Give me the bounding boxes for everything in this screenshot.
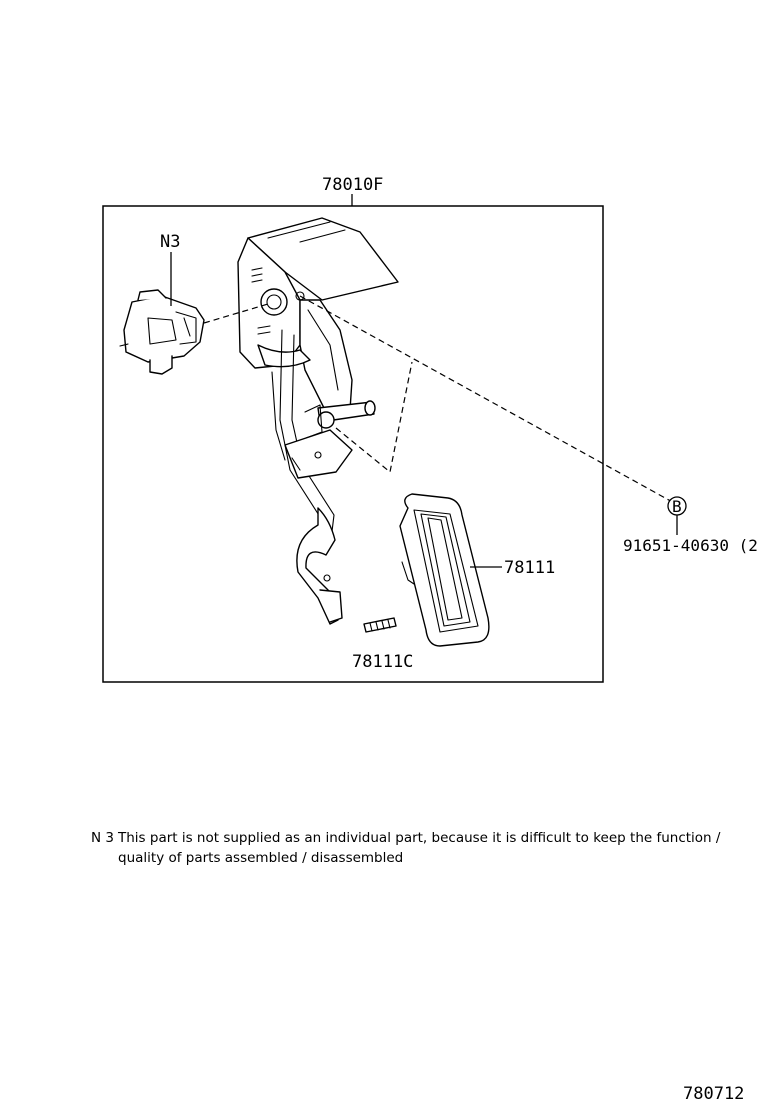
bolt-reference-letter[interactable]: B bbox=[672, 497, 682, 516]
pedal-pad-drawing bbox=[399, 493, 490, 647]
bolt-reference-dash bbox=[299, 295, 677, 505]
sensor-mount-dash bbox=[203, 303, 269, 324]
note-line-1: This part is not supplied as an individu… bbox=[117, 830, 721, 846]
n3-callout[interactable]: N3 bbox=[160, 232, 180, 252]
pad-pin-drawing bbox=[363, 617, 397, 633]
pad-pin-part-number[interactable]: 78111C bbox=[352, 652, 413, 672]
note-marker: N 3 bbox=[91, 830, 114, 846]
pedal-bracket-drawing bbox=[237, 217, 399, 625]
figure-number: 780712 bbox=[683, 1084, 744, 1104]
note-line-2: quality of parts assembled / disassemble… bbox=[118, 850, 403, 866]
sensor-drawing bbox=[119, 289, 205, 375]
assembly-frame bbox=[102, 205, 604, 683]
bolt-mount-dash bbox=[335, 361, 413, 474]
bolt-part-number[interactable]: 91651-40630 (2) bbox=[623, 536, 760, 555]
assembly-part-number[interactable]: 78010F bbox=[322, 175, 383, 195]
pedal-pad-part-number[interactable]: 78111 bbox=[504, 558, 555, 578]
